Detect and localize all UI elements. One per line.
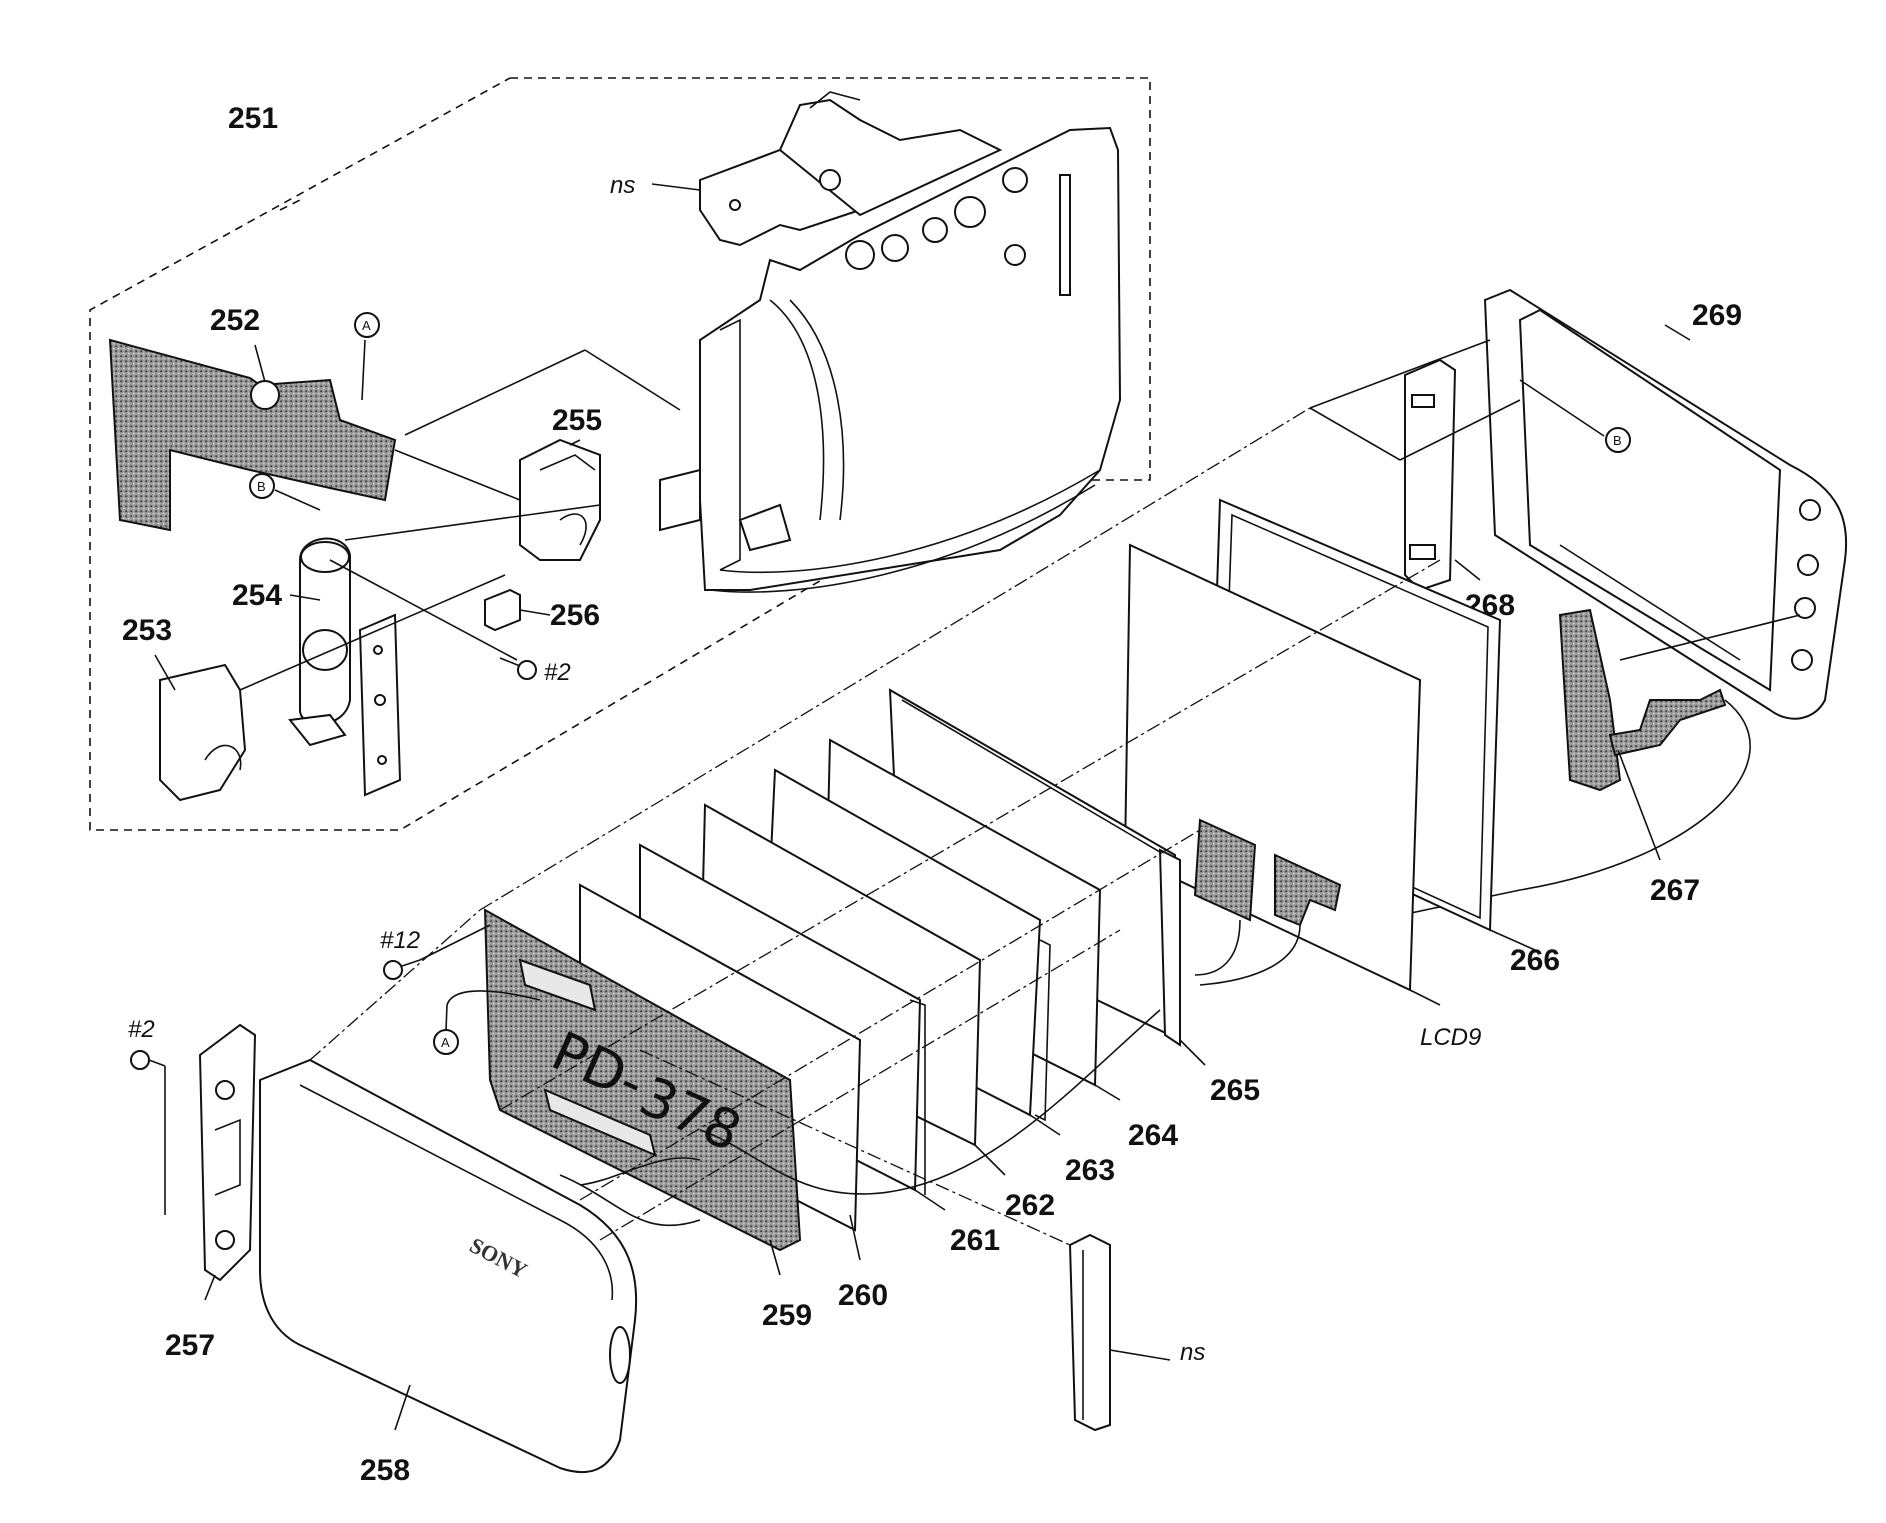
flex-cable-252 xyxy=(108,338,397,532)
lcd-label: LCD9 xyxy=(1420,1024,1481,1051)
ref-marker-a-top: A xyxy=(362,318,371,333)
part-label-258: 258 xyxy=(360,1454,410,1487)
ref-marker-b-right: B xyxy=(1613,433,1622,448)
part-label-253: 253 xyxy=(122,614,172,647)
screw-label-2-lower: #2 xyxy=(128,1016,155,1043)
part-256 xyxy=(484,588,521,632)
part-label-264: 264 xyxy=(1128,1119,1178,1152)
part-label-266: 266 xyxy=(1510,944,1560,977)
screw-2-top xyxy=(499,657,537,680)
part-label-259: 259 xyxy=(762,1299,812,1332)
ref-marker-b-left: B xyxy=(257,479,266,494)
part-label-263: 263 xyxy=(1065,1154,1115,1187)
ns-bracket-part xyxy=(699,91,1003,247)
part-label-267: 267 xyxy=(1650,874,1700,907)
screw-label-2-top: #2 xyxy=(544,659,571,686)
part-label-257: 257 xyxy=(165,1329,215,1362)
lcd-panel-lcd9 xyxy=(1123,543,1422,992)
ns-label-top: ns xyxy=(610,172,635,199)
ns-label-bottom: ns xyxy=(1180,1339,1205,1366)
side-cover-257 xyxy=(198,1023,257,1282)
part-label-261: 261 xyxy=(950,1224,1000,1257)
cover-253 xyxy=(159,663,247,802)
bracket-268 xyxy=(1404,358,1457,592)
flex-cable-267 xyxy=(1558,608,1727,792)
lcd-frame-269 xyxy=(1483,288,1848,720)
pcb-board-259: PD- 378 xyxy=(483,908,802,1252)
part-label-265: 265 xyxy=(1210,1074,1260,1107)
hinge-cover-255 xyxy=(519,438,601,561)
part-label-262: 262 xyxy=(1005,1189,1055,1222)
ns-connector-bottom xyxy=(1068,1233,1111,1432)
part-label-269: 269 xyxy=(1692,299,1742,332)
main-frame-part xyxy=(659,126,1122,593)
assembly-251-group: ns 252 A B 255 256 xyxy=(89,77,1151,831)
screw-label-12: #12 xyxy=(380,927,420,954)
assembly-251-boundary xyxy=(89,77,1151,831)
part-label-254: 254 xyxy=(232,579,282,612)
housing-258: SONY xyxy=(259,1058,638,1474)
ref-marker-a-lower: A xyxy=(441,1035,450,1050)
part-label-255: 255 xyxy=(552,404,602,437)
screw-12 xyxy=(383,959,421,980)
screw-2-lower xyxy=(130,1050,166,1070)
part-label-260: 260 xyxy=(838,1279,888,1312)
part-label-256: 256 xyxy=(550,599,600,632)
part-label-251: 251 xyxy=(228,102,278,135)
part-label-252: 252 xyxy=(210,304,260,337)
hinge-assembly-254 xyxy=(288,537,402,797)
